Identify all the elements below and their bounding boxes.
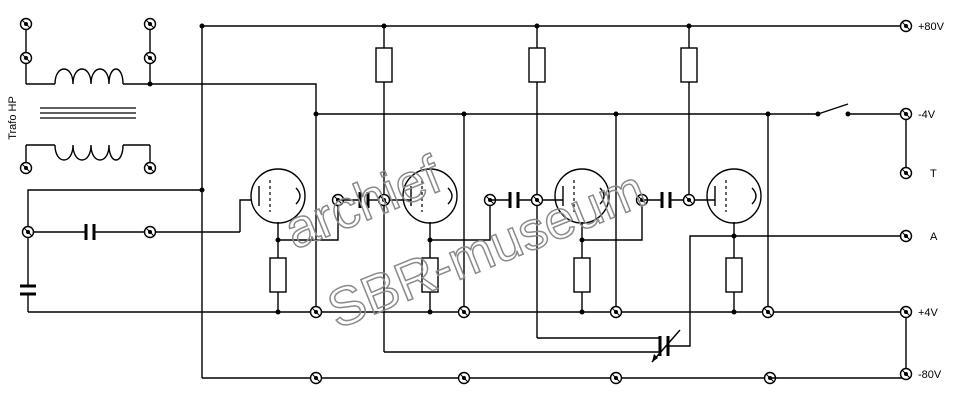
- terminal-label-a: A: [930, 231, 938, 243]
- terminal-label-plus80: +80V: [918, 21, 945, 33]
- tube-stage-3: [530, 168, 689, 319]
- tube-stage-2: [377, 168, 537, 319]
- anode-resistors: [199, 23, 698, 352]
- input-network: [18, 187, 256, 312]
- tube-stage-4: [682, 168, 906, 332]
- trimmer-capacitor: [384, 329, 691, 363]
- terminal-label-minus4: -4V: [918, 109, 936, 121]
- terminal-label-t: T: [930, 168, 937, 180]
- minus80-bus-terminals: [309, 371, 906, 385]
- tube-stage-1: [250, 168, 384, 319]
- terminal-label-plus4: +4V: [918, 307, 939, 319]
- transformer: [19, 17, 157, 175]
- transformer-label: Trafo HP: [7, 96, 19, 140]
- supply-rails: [28, 25, 907, 379]
- terminal-label-minus80: -80V: [918, 369, 942, 381]
